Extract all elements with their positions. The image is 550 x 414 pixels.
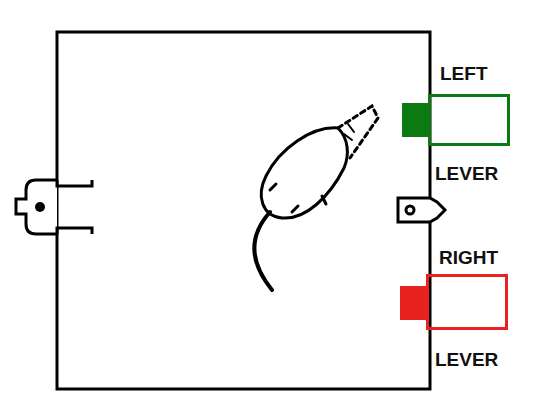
left-lever-paddle	[402, 103, 428, 137]
lever-box: LEFTLEVER	[428, 94, 510, 146]
right-lever-paddle	[400, 286, 426, 320]
chamber-wall	[57, 32, 430, 389]
lever-side-label: RIGHT	[439, 247, 498, 269]
nose-poke	[16, 180, 92, 234]
rat-figure	[254, 106, 378, 290]
lever-box: RIGHTLEVER	[426, 274, 508, 330]
lever-label: LEVER	[435, 163, 498, 185]
lever-side-label: LEFT	[440, 63, 488, 85]
food-hopper	[398, 198, 445, 222]
lever-label: LEVER	[435, 349, 498, 371]
